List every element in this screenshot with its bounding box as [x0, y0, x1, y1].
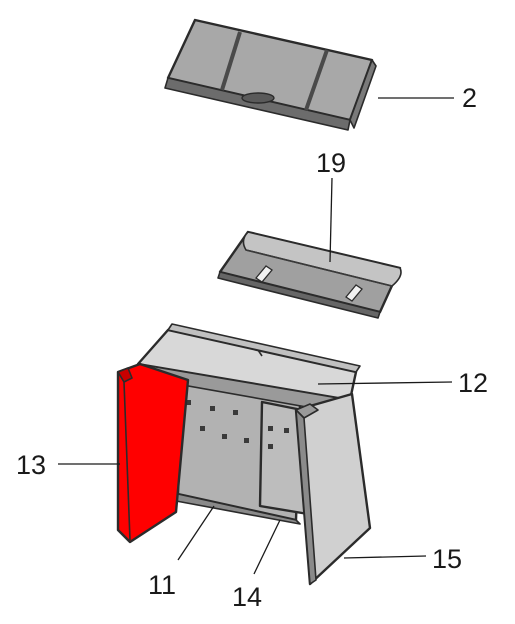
leader-12 [317, 381, 453, 385]
leader-14 [253, 519, 281, 575]
label-12: 12 [458, 368, 488, 398]
leader-11 [177, 505, 215, 561]
leader-15 [343, 555, 427, 559]
leader-19 [329, 177, 333, 263]
part-19-deflector-plate [217, 230, 402, 319]
label-13: 13 [16, 450, 46, 480]
label-15: 15 [432, 544, 462, 574]
label-19: 19 [316, 148, 346, 178]
callout-labels: 2 19 12 13 11 14 15 [16, 83, 488, 612]
label-14: 14 [232, 582, 262, 612]
leader-lines [58, 97, 454, 575]
label-11: 11 [148, 570, 176, 600]
firebrick-assembly [116, 323, 372, 586]
label-2: 2 [462, 83, 477, 113]
part-2-baffle-plate [164, 18, 377, 131]
